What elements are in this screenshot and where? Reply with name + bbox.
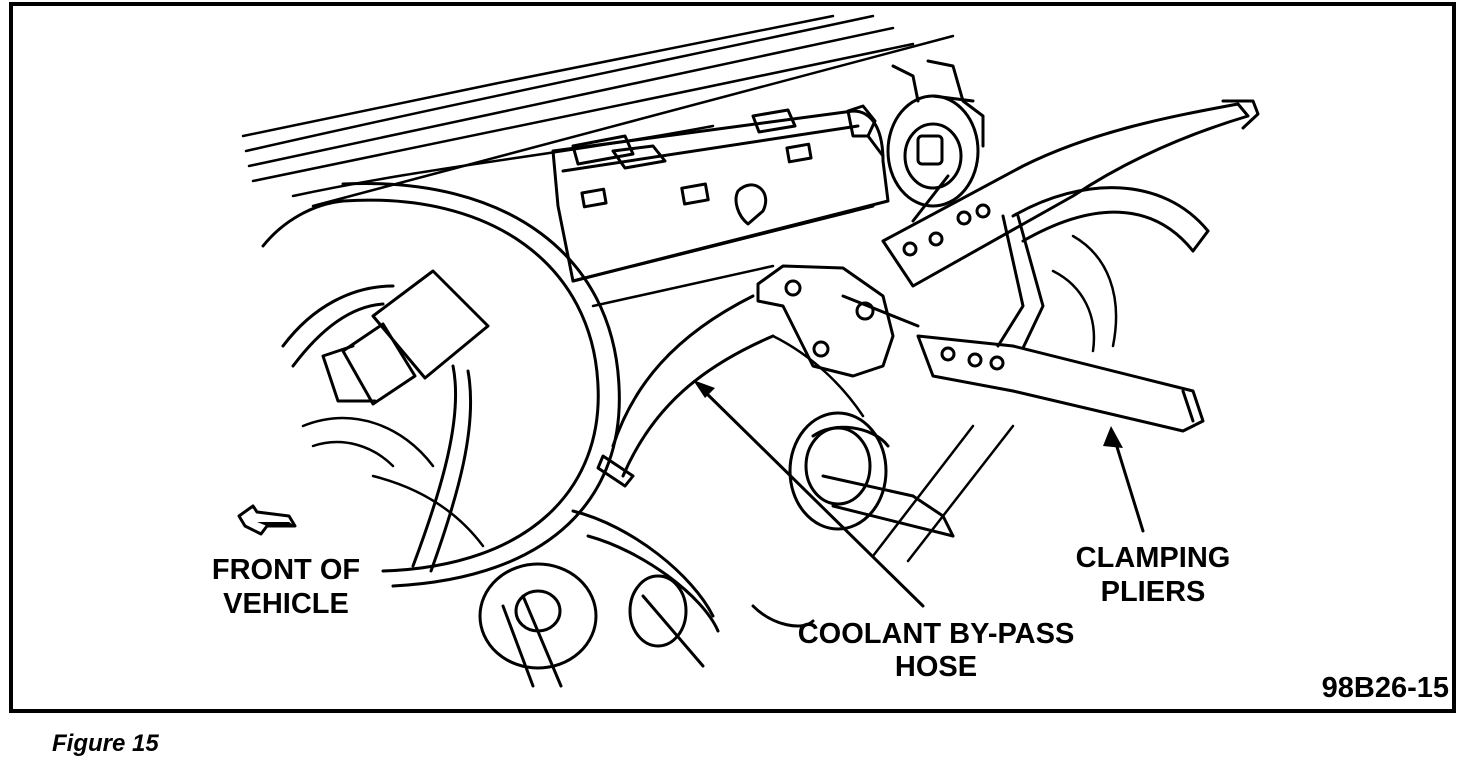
coolant-bypass-hose-shape: [571, 294, 815, 633]
figure-frame: FRONT OF VEHICLE COOLANT BY-PASS HOSE CL…: [9, 2, 1456, 713]
lower-fittings: [478, 411, 955, 688]
coolant-bypass-hose-label: COOLANT BY-PASS: [797, 618, 1075, 650]
callout-arrows: [699, 386, 1145, 608]
figure-code-label: 98B26-15: [1321, 672, 1449, 704]
front-of-vehicle-label-line2: VEHICLE: [223, 588, 349, 620]
figure-caption: Figure 15: [52, 730, 159, 757]
arrow-left-icon: [237, 504, 297, 536]
upper-fitting: [886, 59, 985, 223]
arrowheads: [693, 380, 1123, 448]
bolt: [846, 104, 885, 158]
clamping-pliers-label: CLAMPING: [1075, 542, 1231, 574]
left-hose-loop: [261, 181, 621, 588]
front-of-vehicle-label: FRONT OF: [211, 554, 361, 586]
engine-cylinder: [551, 108, 890, 283]
engine-illustration: [237, 14, 1260, 688]
engine-detail-lines: [301, 234, 1118, 563]
electrical-connector: [321, 269, 490, 573]
clamping-pliers-label-line2: PLIERS: [1100, 576, 1206, 608]
clamping-pliers-tool: [756, 99, 1260, 433]
coolant-bypass-hose-label-line2: HOSE: [894, 651, 978, 683]
